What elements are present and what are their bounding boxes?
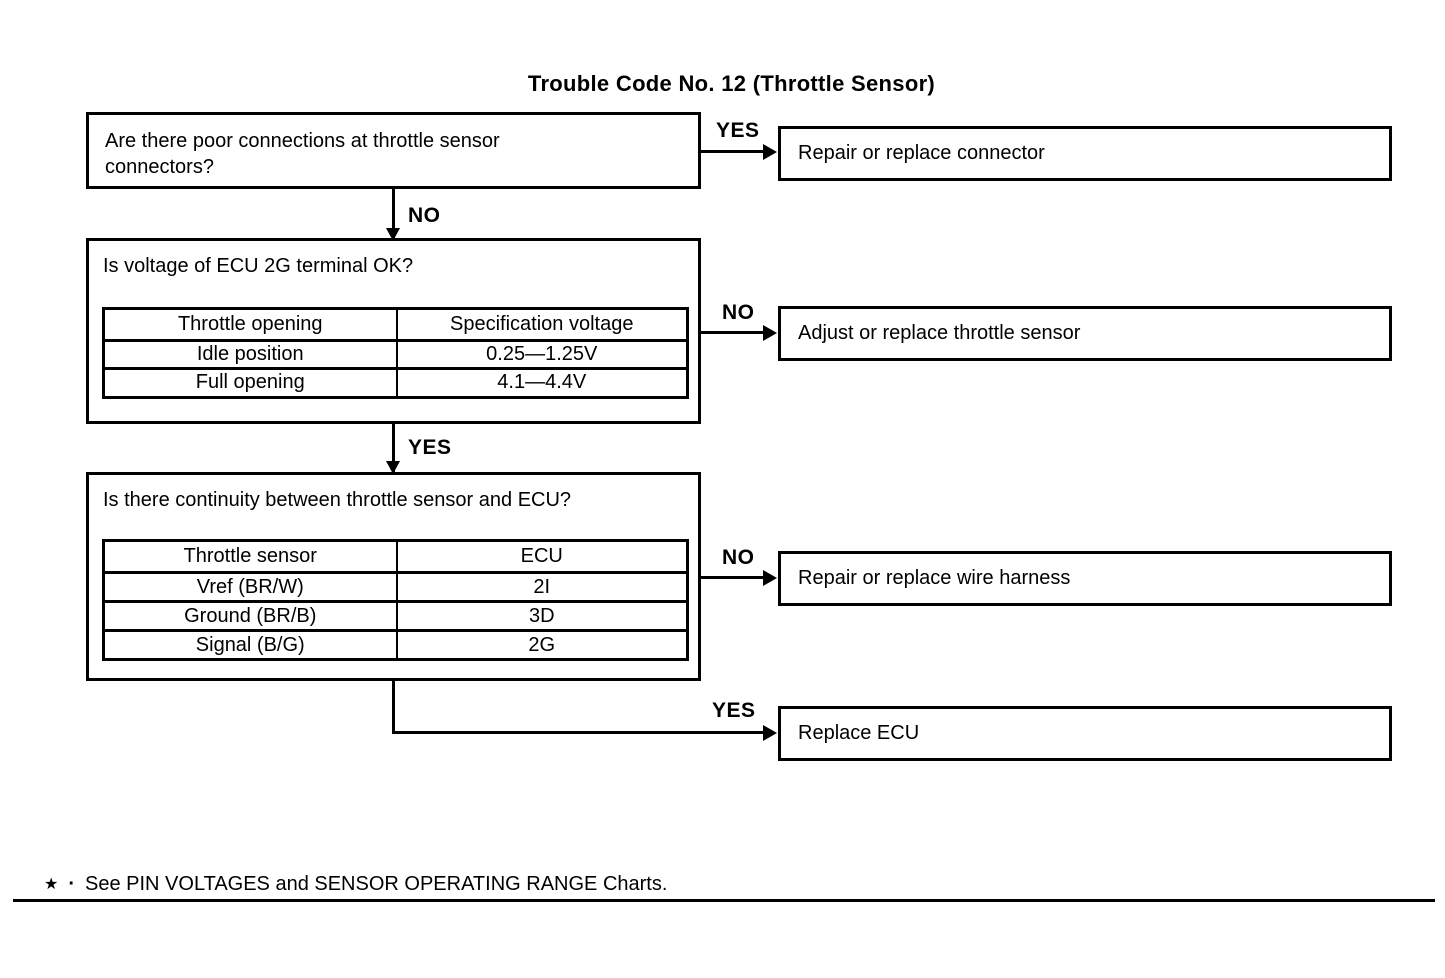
table-cell: 3D	[395, 600, 686, 629]
table-header-cell: Throttle sensor	[183, 545, 317, 567]
table-cell: Idle position	[105, 338, 396, 368]
footnote-text: See PIN VOLTAGES and SENSOR OPERATING RA…	[85, 873, 668, 895]
decision-box-connections: Are there poor connections at throttle s…	[86, 112, 701, 189]
table-header-cell: Throttle opening	[177, 312, 323, 335]
label-no-3: NO	[722, 546, 755, 569]
table-cell: Vref (BR/W)	[105, 571, 396, 600]
arrow-right-icon	[763, 325, 777, 341]
footer-rule	[13, 899, 1435, 902]
voltage-spec-table: Throttle opening Specification voltage I…	[102, 307, 689, 399]
action-text: Repair or replace connector	[798, 142, 1045, 164]
table-cell: Signal (B/G)	[105, 629, 396, 658]
table-header-cell: Specification voltage	[395, 310, 687, 339]
table-cell: Full opening	[105, 367, 396, 396]
action-text: Repair or replace wire harness	[798, 567, 1071, 589]
decision-box-voltage: Is voltage of ECU 2G terminal OK? Thrott…	[86, 238, 701, 424]
connector-line	[701, 150, 767, 153]
page-title: Trouble Code No. 12 (Throttle Sensor)	[527, 71, 936, 96]
table-cell: 4.1—4.4V	[395, 367, 686, 396]
action-text: Adjust or replace throttle sensor	[798, 322, 1081, 344]
arrow-down-icon	[386, 461, 400, 474]
footnote: ★ · See PIN VOLTAGES and SENSOR OPERATIN…	[44, 873, 667, 896]
footnote-dot-icon: ·	[68, 873, 76, 895]
connector-line	[392, 423, 395, 473]
action-text: Replace ECU	[798, 722, 920, 744]
table-cell: 0.25—1.25V	[395, 338, 686, 367]
label-no-1: NO	[408, 204, 441, 227]
table-cell: Ground (BR/B)	[105, 600, 396, 629]
label-no-2: NO	[722, 301, 755, 324]
connector-line	[701, 331, 767, 334]
connector-line	[392, 678, 395, 733]
connector-line	[392, 189, 395, 240]
decision-text: Are there poor connections at throttle s…	[105, 130, 500, 178]
footnote-star-icon: ★	[44, 875, 59, 893]
connector-line	[392, 731, 766, 734]
arrow-right-icon	[763, 725, 777, 741]
label-yes-2: YES	[408, 436, 452, 459]
table-cell: 2I	[395, 571, 686, 600]
arrow-right-icon	[763, 570, 777, 586]
action-box-replace-ecu: Replace ECU	[778, 706, 1392, 761]
table-header-cell: ECU	[395, 542, 687, 571]
decision-text: Is voltage of ECU 2G terminal OK?	[103, 255, 414, 277]
action-box-repair-connector: Repair or replace connector	[778, 126, 1392, 181]
action-box-adjust-sensor: Adjust or replace throttle sensor	[778, 306, 1392, 361]
action-box-repair-harness: Repair or replace wire harness	[778, 551, 1392, 606]
continuity-table: Throttle sensor ECU Vref (BR/W) 2I Groun…	[102, 539, 689, 661]
decision-text: Is there continuity between throttle sen…	[103, 489, 572, 511]
arrow-down-icon	[386, 228, 400, 241]
connector-line	[701, 576, 767, 579]
arrow-right-icon	[763, 144, 777, 160]
table-cell: 2G	[395, 629, 686, 658]
label-yes-1: YES	[716, 119, 760, 142]
decision-box-continuity: Is there continuity between throttle sen…	[86, 472, 701, 681]
label-yes-3: YES	[712, 699, 756, 722]
